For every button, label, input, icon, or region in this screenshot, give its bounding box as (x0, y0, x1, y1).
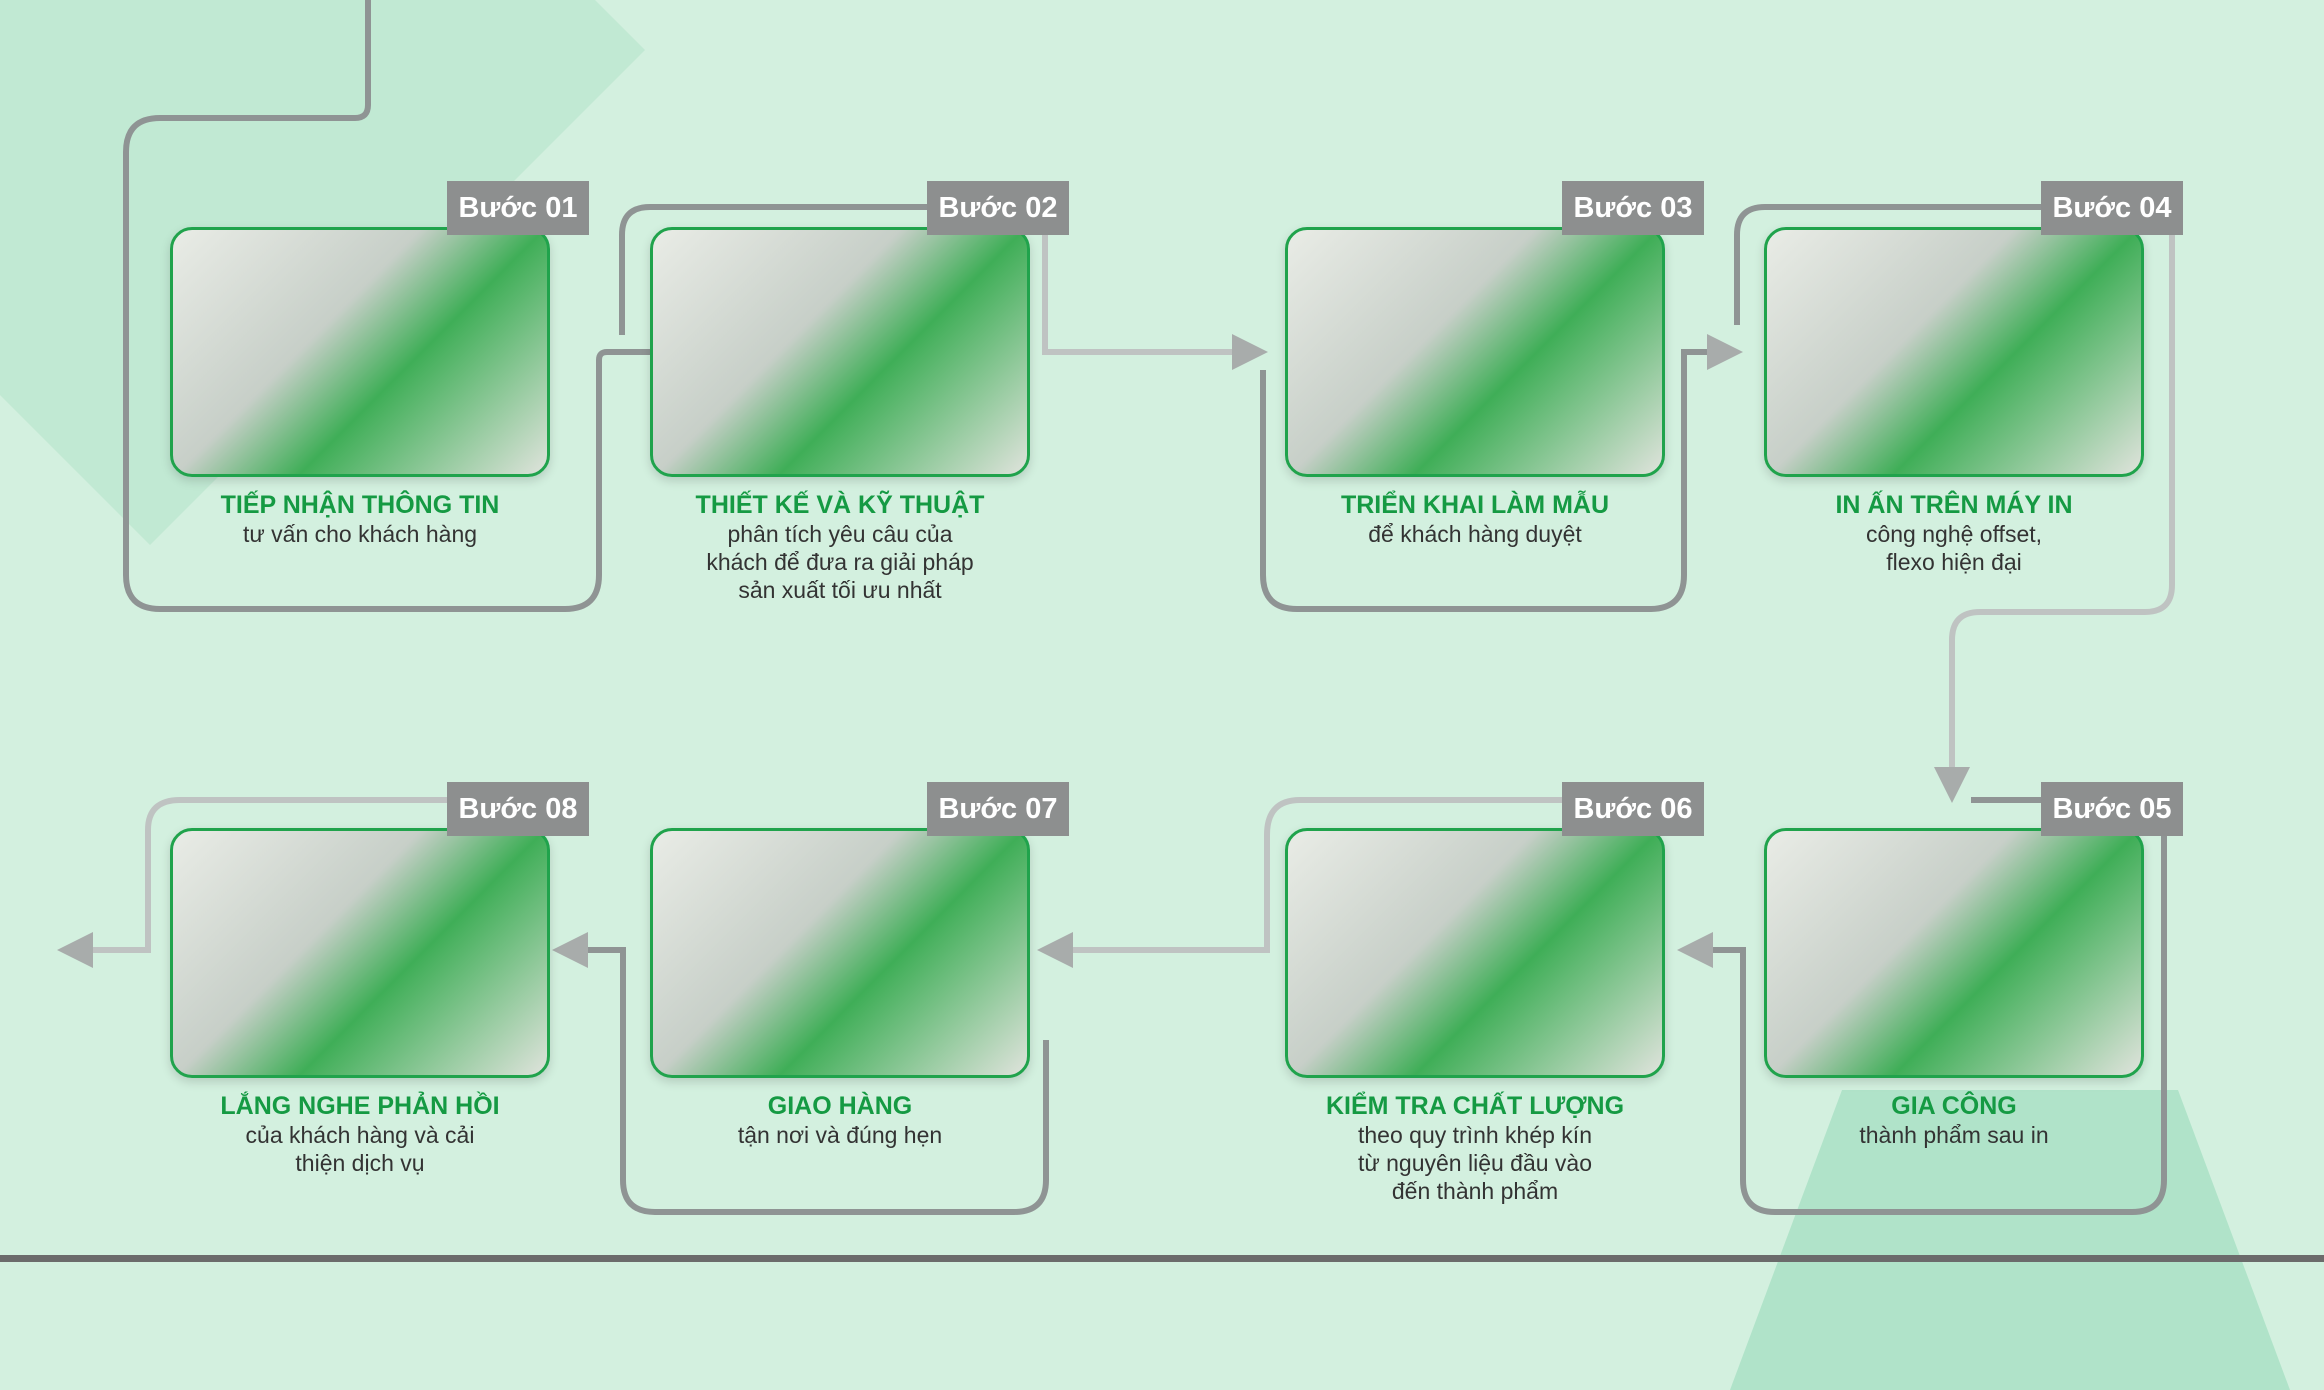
connector-arrow (1037, 797, 1595, 968)
step-badge: Bước 01 (447, 181, 589, 235)
connector-line (123, 0, 650, 612)
step-badge: Bước 06 (1562, 782, 1704, 836)
step-title: THIẾT KẾ VÀ KỸ THUẬT (695, 491, 985, 519)
step-photo (650, 828, 1030, 1078)
step-description: tư vấn cho khách hàng (242, 521, 478, 547)
step-card: Bước 05 GIA CÔNG thành phẩm sau in (1764, 782, 2183, 1149)
step-title: KIỂM TRA CHẤT LƯỢNG (1325, 1092, 1625, 1120)
connector-arrow (552, 932, 1049, 1215)
step-card: Bước 02 THIẾT KẾ VÀ KỸ THUẬT phân tích y… (650, 181, 1069, 604)
connector-line (1734, 204, 2075, 325)
step-title: GIAO HÀNG (767, 1092, 913, 1120)
step-description: phân tích yêu câu của khách để đưa ra gi… (706, 521, 974, 603)
step-photo (650, 227, 1030, 477)
step-description: tận nơi và đúng hẹn (737, 1122, 943, 1148)
step-card: Bước 03 TRIỂN KHAI LÀM MẪU để khách hàng… (1285, 181, 1704, 548)
step-badge: Bước 04 (2041, 181, 2183, 235)
step-photo (1764, 227, 2144, 477)
step-description: công nghệ offset, flexo hiện đại (1865, 521, 2043, 575)
step-card: Bước 04 IN ẤN TRÊN MÁY IN công nghệ offs… (1764, 181, 2183, 576)
step-photo (170, 828, 550, 1078)
step-badge: Bước 07 (927, 782, 1069, 836)
connector-arrow (1934, 230, 2175, 803)
step-card: Bước 01 TIẾP NHẬN THÔNG TIN tư vấn cho k… (170, 181, 589, 548)
bottom-taskbar-strip (0, 1255, 2324, 1262)
step-description: để khách hàng duyệt (1368, 521, 1582, 547)
step-card: Bước 07 GIAO HÀNG tận nơi và đúng hẹn (650, 782, 1069, 1149)
step-title: IN ẤN TRÊN MÁY IN (1835, 491, 2073, 519)
connector-line (619, 204, 960, 335)
step-badge: Bước 02 (927, 181, 1069, 235)
step-title: GIA CÔNG (1891, 1092, 2017, 1120)
step-card: Bước 06 KIỂM TRA CHẤT LƯỢNG theo quy trì… (1285, 782, 1704, 1205)
connector-arrow (1260, 334, 1743, 612)
step-description: thành phẩm sau in (1859, 1122, 2049, 1148)
step-photo (1285, 828, 1665, 1078)
step-description: của khách hàng và cải thiện dịch vụ (245, 1122, 475, 1176)
step-badge: Bước 03 (1562, 181, 1704, 235)
step-description: theo quy trình khép kín từ nguyên liệu đ… (1357, 1122, 1593, 1204)
connector-arrow (1042, 230, 1268, 370)
step-title: TIẾP NHẬN THÔNG TIN (220, 491, 500, 519)
connector-arrow (1677, 830, 2167, 1215)
step-badge: Bước 08 (447, 782, 589, 836)
step-card: Bước 08 LẮNG NGHE PHẢN HỒI của khách hàn… (170, 782, 589, 1177)
step-title: TRIỂN KHAI LÀM MẪU (1340, 491, 1610, 519)
step-photo (1285, 227, 1665, 477)
step-photo (1764, 828, 2144, 1078)
process-connectors (57, 0, 2175, 1215)
step-badge: Bước 05 (2041, 782, 2183, 836)
connector-arrow (57, 797, 470, 968)
step-title: LẮNG NGHE PHẢN HỒI (220, 1092, 500, 1120)
step-photo (170, 227, 550, 477)
